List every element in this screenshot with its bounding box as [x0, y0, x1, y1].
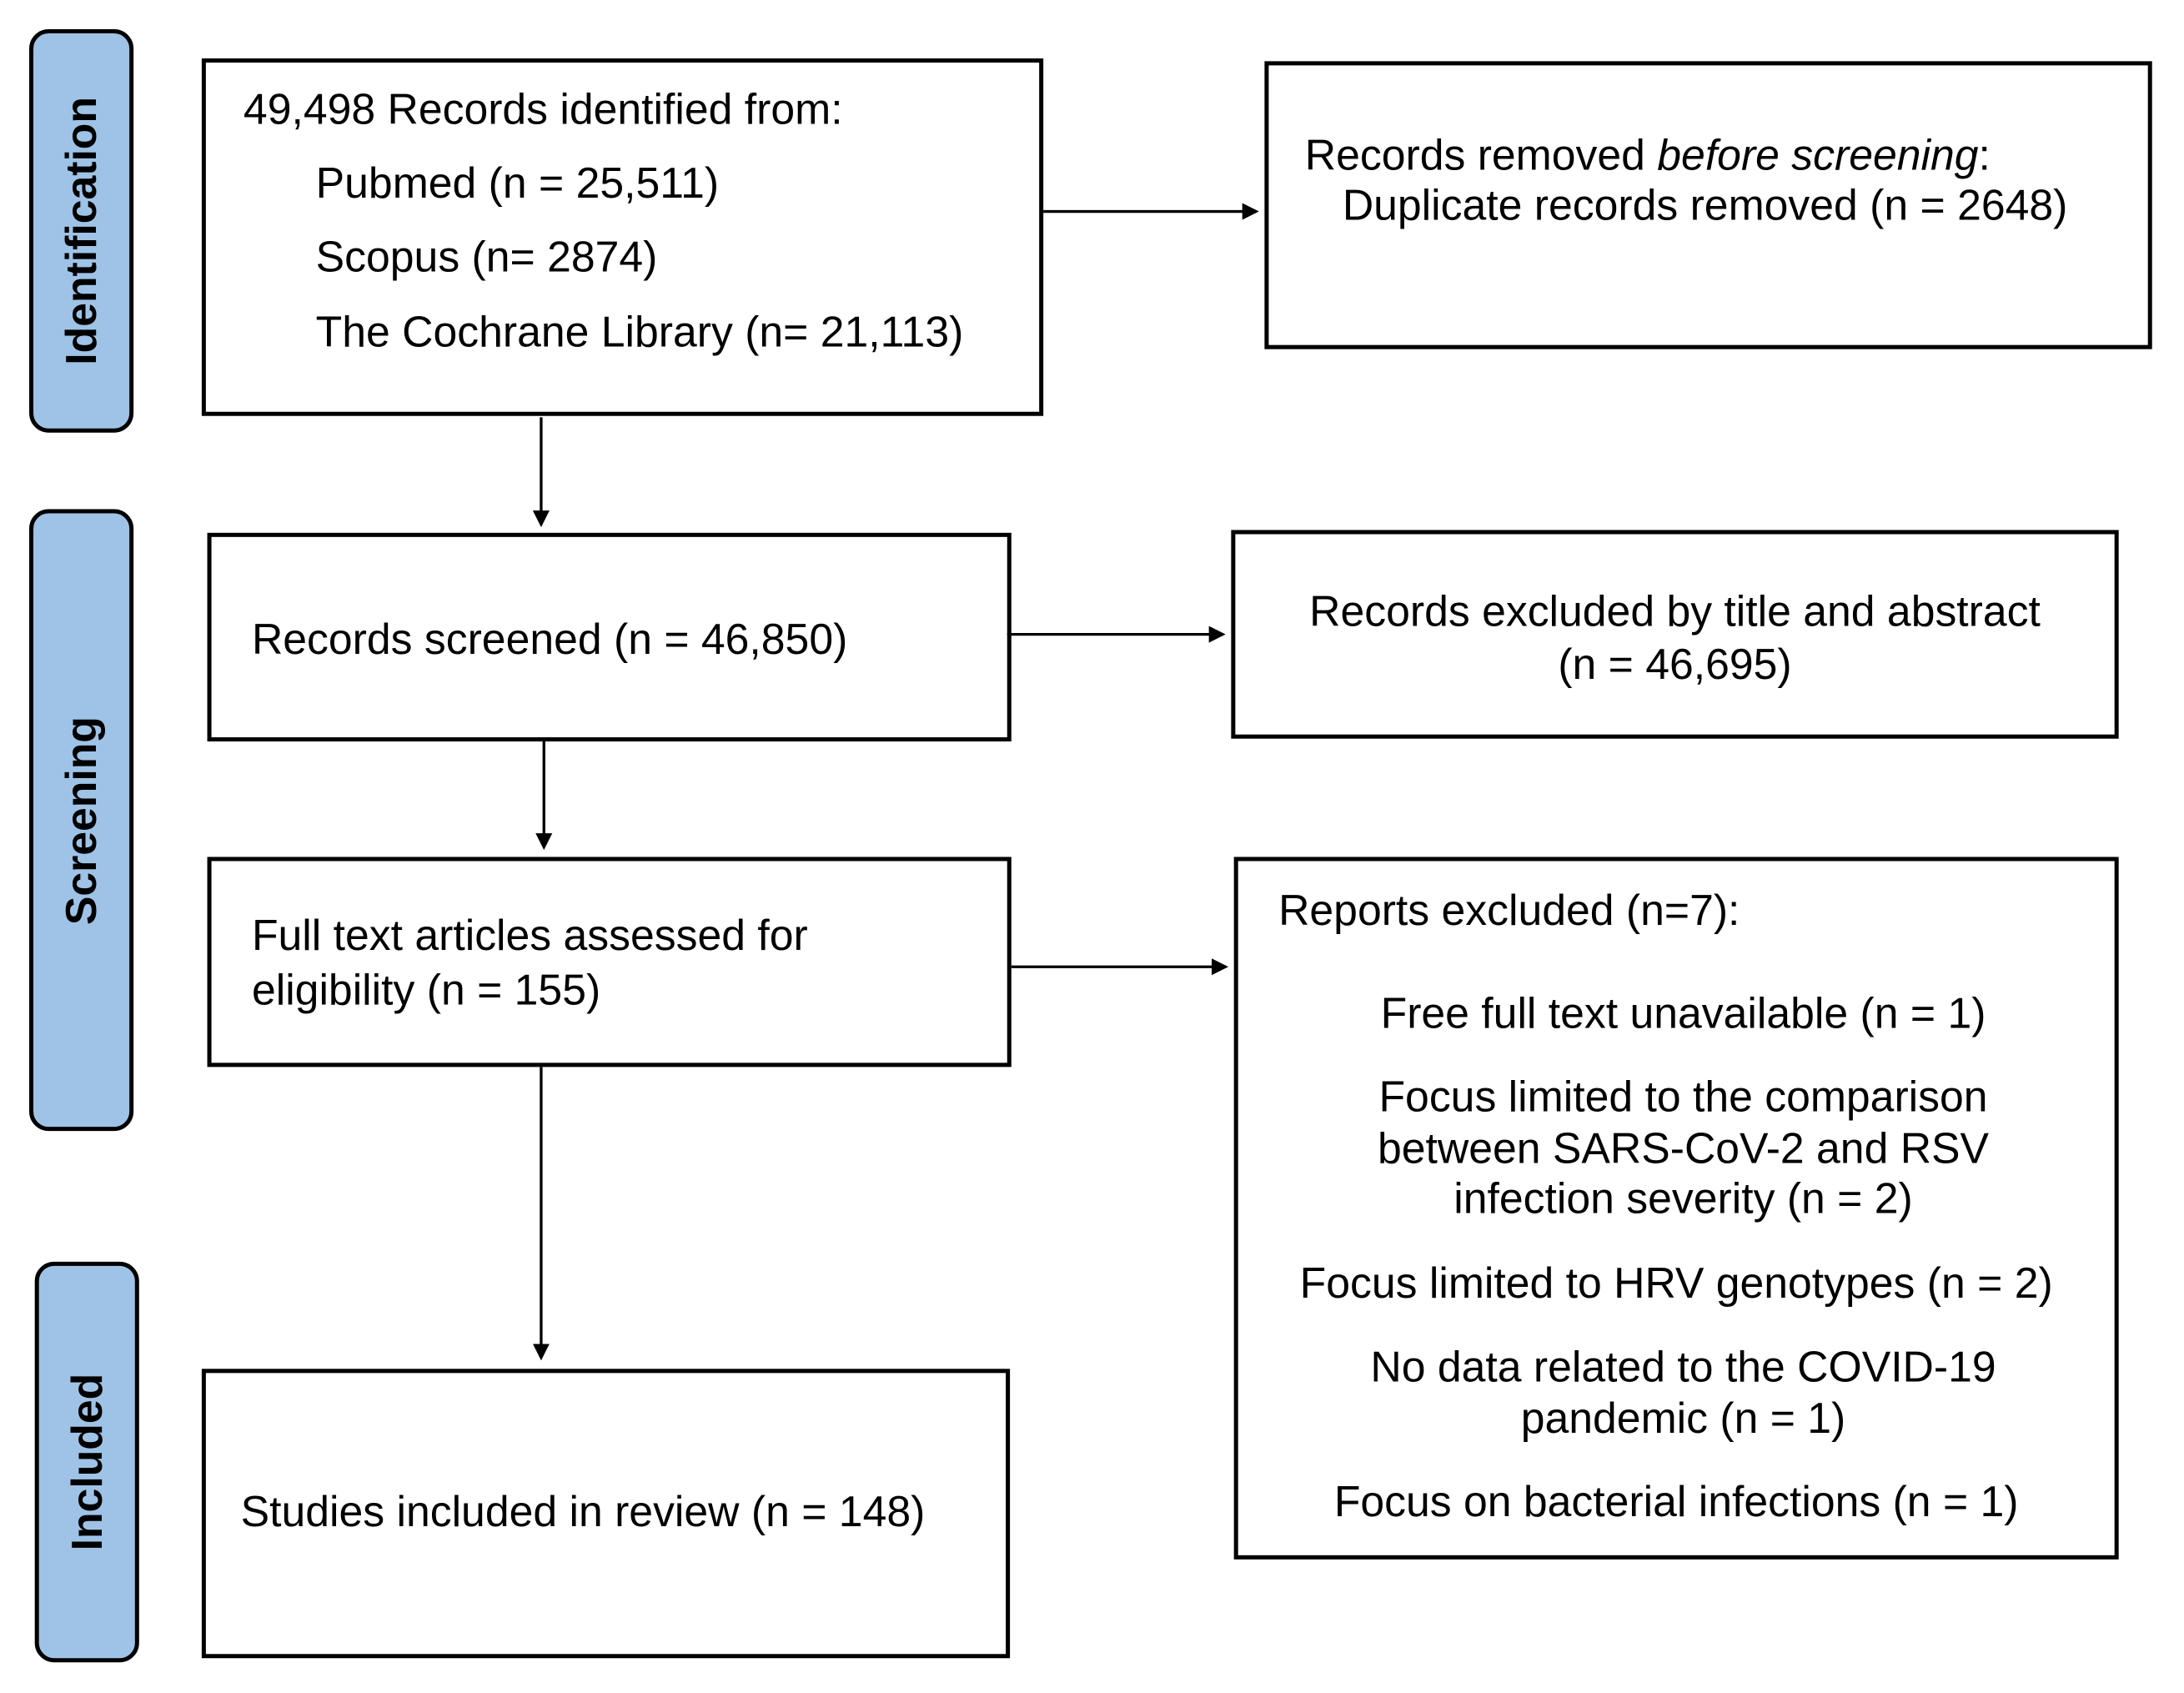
source-pubmed: Pubmed (n = 25,511): [315, 158, 720, 208]
records-identified-box: 49,498 Records identified from: Pubmed (…: [201, 58, 1044, 416]
records-removed-italic: before screening: [1657, 130, 1979, 180]
duplicate-records-removed: Duplicate records removed (n = 2648): [1342, 180, 2068, 230]
exclusion-reason: No data related to the COVID-19 pandemic…: [1370, 1342, 1996, 1443]
records-removed-box: Records removed before screening: Duplic…: [1264, 61, 2152, 349]
stage-tab-screening: Screening: [29, 509, 134, 1132]
exclusion-reason: Focus on bacterial infections (n = 1): [1333, 1477, 2019, 1526]
full-text-assessed-line2: eligibility (n = 155): [251, 965, 601, 1014]
records-removed-heading: Records removed before screening:: [1305, 131, 1991, 182]
full-text-assessed-line1: Full text articles assessed for: [251, 911, 808, 960]
source-cochrane: The Cochrane Library (n= 21,113): [315, 307, 964, 357]
full-text-assessed-box: Full text articles assessed for eligibil…: [207, 857, 1012, 1068]
reports-excluded-title: Reports excluded (n=7):: [1278, 886, 1740, 935]
records-excluded-title-abstract-box: Records excluded by title and abstract (…: [1231, 530, 2119, 739]
reports-excluded-box: Reports excluded (n=7): Free full text u…: [1233, 857, 2119, 1560]
stage-tab-identification: Identification: [29, 29, 134, 433]
stage-tab-included: Included: [34, 1261, 139, 1663]
exclusion-reason: Focus limited to the comparison between …: [1378, 1073, 1990, 1223]
records-excluded-line2: (n = 46,695): [1558, 640, 1792, 689]
exclusion-reason: Free full text unavailable (n = 1): [1380, 988, 1986, 1038]
exclusion-reason: Focus limited to HRV genotypes (n = 2): [1299, 1258, 2053, 1308]
records-screened-text: Records screened (n = 46,850): [251, 615, 848, 664]
studies-included-box: Studies included in review (n = 148): [201, 1369, 1011, 1659]
records-removed-suffix: :: [1978, 130, 1991, 180]
records-removed-prefix: Records removed: [1304, 130, 1658, 180]
records-excluded-line1: Records excluded by title and abstract: [1309, 586, 2041, 636]
studies-included-text: Studies included in review (n = 148): [240, 1487, 926, 1536]
records-screened-box: Records screened (n = 46,850): [207, 532, 1012, 742]
records-identified-title: 49,498 Records identified from:: [243, 84, 843, 134]
source-scopus: Scopus (n= 2874): [315, 232, 658, 281]
